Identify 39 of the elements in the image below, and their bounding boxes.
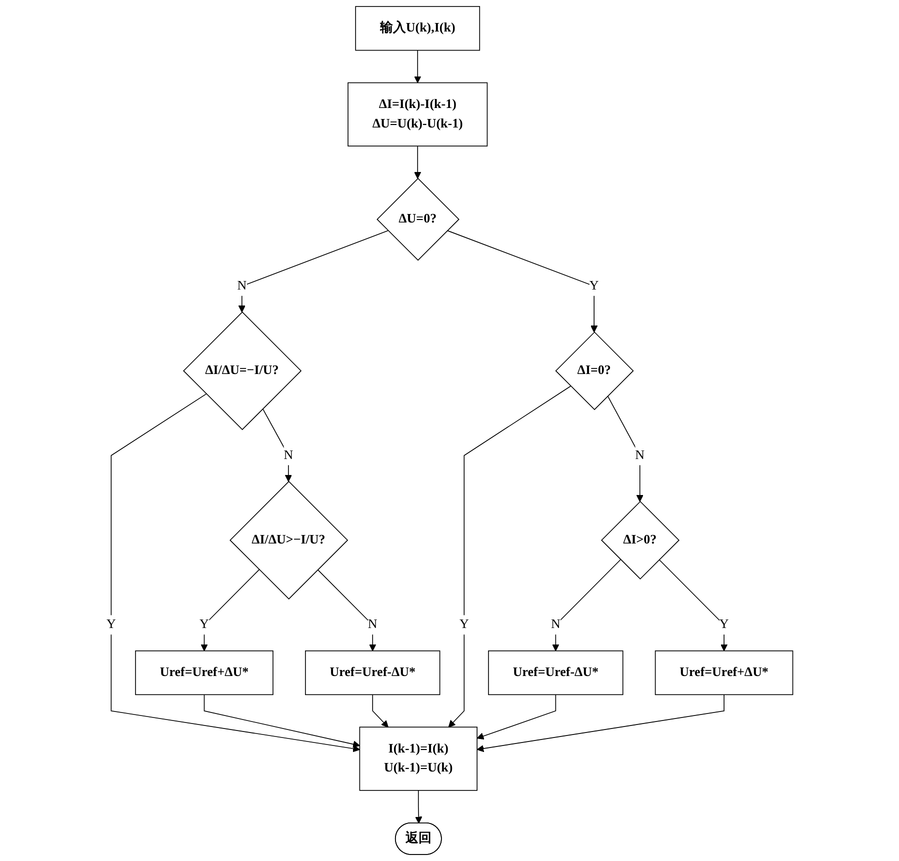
node-box: 输入U(k),I(k) (355, 6, 480, 51)
node-box: I(k-1)=I(k) U(k-1)=U(k) (359, 726, 478, 791)
arrow (414, 790, 422, 824)
arrow (414, 146, 422, 179)
edge-label: N (368, 618, 378, 632)
arrow (372, 694, 388, 728)
edge-label: N (635, 448, 644, 462)
edge-label: N (550, 618, 560, 632)
arrow (552, 559, 621, 652)
arrow (658, 559, 728, 652)
arrow (262, 408, 292, 482)
node-diamond: ΔI/ΔU=−I/U? (182, 312, 302, 430)
edge-label: Y (719, 618, 729, 632)
node-diamond: ΔI/ΔU>−I/U? (229, 480, 348, 600)
arrow (200, 569, 260, 652)
arrow (607, 396, 644, 502)
edge-label: N (237, 278, 246, 293)
node-box: Uref=Uref-ΔU* (304, 650, 440, 696)
node-box: Uref=Uref+ΔU* (134, 650, 274, 696)
arrow (204, 694, 360, 748)
edge-label: Y (106, 618, 116, 632)
node-diamond: ΔI=0? (555, 332, 634, 410)
arrow (317, 569, 376, 652)
node-box: Uref=Uref-ΔU* (488, 650, 624, 696)
edge-label: N (284, 448, 293, 462)
node-diamond: ΔU=0? (376, 178, 460, 261)
edge-label: Y (589, 278, 599, 293)
arrow (446, 230, 598, 332)
node-box: Uref=Uref+ΔU* (654, 650, 794, 696)
edge-label: Y (459, 618, 469, 632)
arrow (110, 394, 360, 752)
arrow (476, 694, 724, 752)
node-diamond: ΔI>0? (600, 500, 680, 580)
arrow (238, 230, 388, 312)
arrow (414, 50, 422, 84)
arrow (448, 386, 571, 728)
arrow (476, 694, 556, 740)
node-box: ΔI=I(k)-I(k-1) ΔU=U(k)-U(k-1) (347, 82, 488, 146)
edge-label: Y (199, 618, 209, 632)
